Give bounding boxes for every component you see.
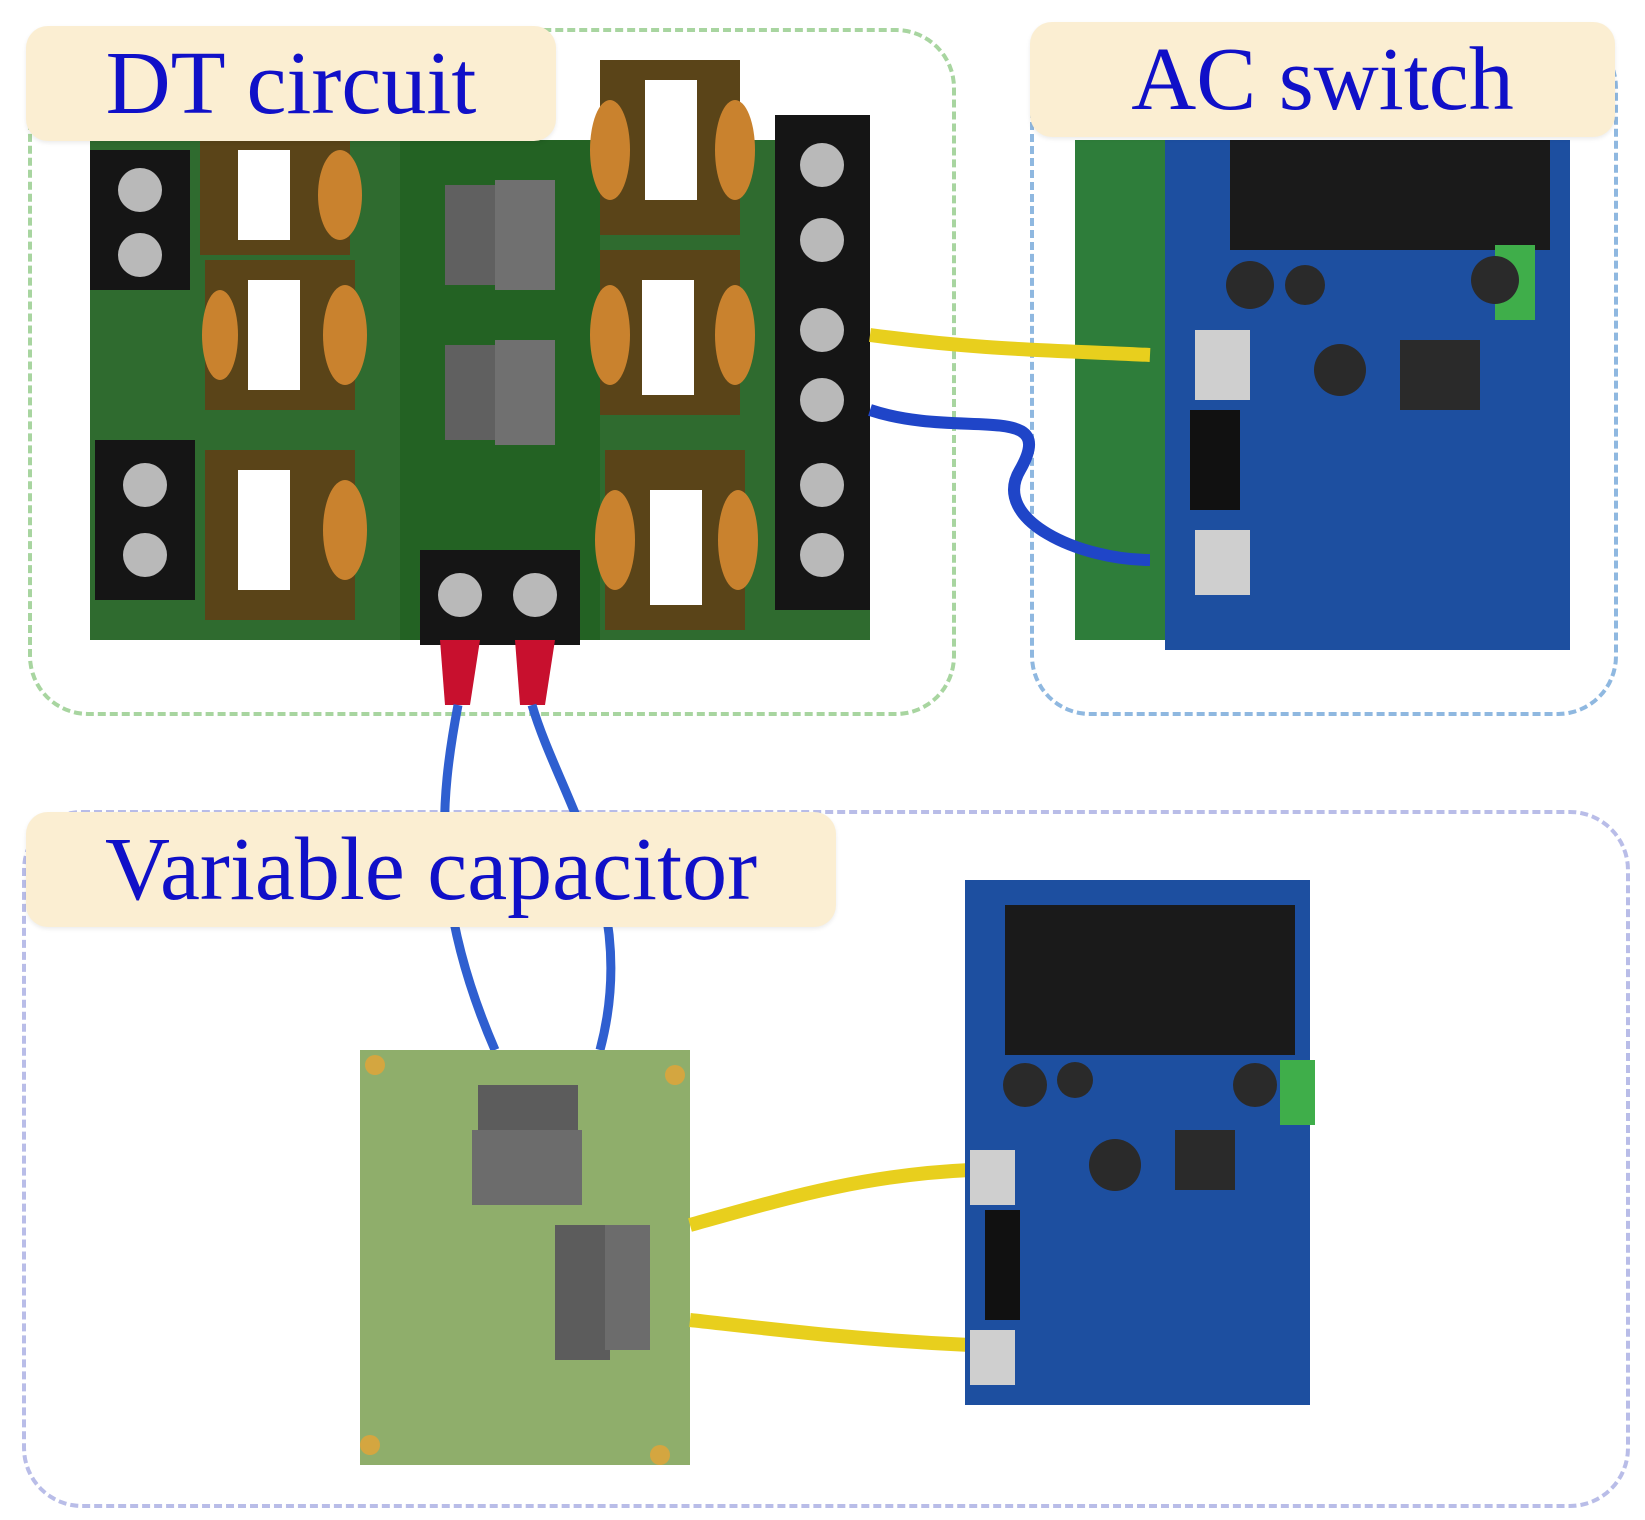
- yellow-wire: [688, 1163, 971, 1232]
- screw-terminal: [1195, 530, 1250, 595]
- inductor: [590, 60, 755, 235]
- variable-capacitor-region: [22, 810, 1630, 1508]
- inductor: [590, 250, 755, 415]
- film-capacitor: [445, 185, 495, 285]
- film-capacitor: [555, 1225, 610, 1360]
- dc-dc-module: [1230, 140, 1550, 250]
- inductor: [200, 140, 362, 255]
- power-inductor: [1400, 340, 1480, 410]
- dc-dc-module: [1005, 905, 1295, 1055]
- film-capacitor: [445, 345, 495, 440]
- blue-wire: [868, 404, 1151, 566]
- yellow-wire: [689, 1313, 971, 1352]
- film-capacitor: [605, 1225, 650, 1350]
- power-inductor: [1175, 1130, 1235, 1190]
- perfboard: [360, 1050, 690, 1465]
- film-capacitor: [478, 1085, 578, 1135]
- screw-terminal: [1195, 330, 1250, 400]
- screw-terminal: [970, 1150, 1015, 1205]
- screw-terminal: [970, 1330, 1015, 1385]
- dt-circuit-label: DT circuit: [26, 26, 556, 141]
- inductor: [205, 450, 367, 620]
- dt-circuit-board: [90, 60, 870, 705]
- variable-capacitor-label: Variable capacitor: [26, 812, 836, 927]
- ac-switch-label: AC switch: [1030, 22, 1615, 137]
- film-capacitor: [495, 340, 555, 445]
- ac-switch-board: [1075, 140, 1570, 650]
- ac-switch-board-2: [965, 880, 1315, 1405]
- film-capacitor: [495, 180, 555, 290]
- yellow-wire: [869, 328, 1151, 362]
- inductor: [202, 260, 367, 410]
- inductor: [595, 450, 758, 630]
- terminal-strip: [775, 115, 870, 610]
- film-capacitor: [472, 1130, 582, 1205]
